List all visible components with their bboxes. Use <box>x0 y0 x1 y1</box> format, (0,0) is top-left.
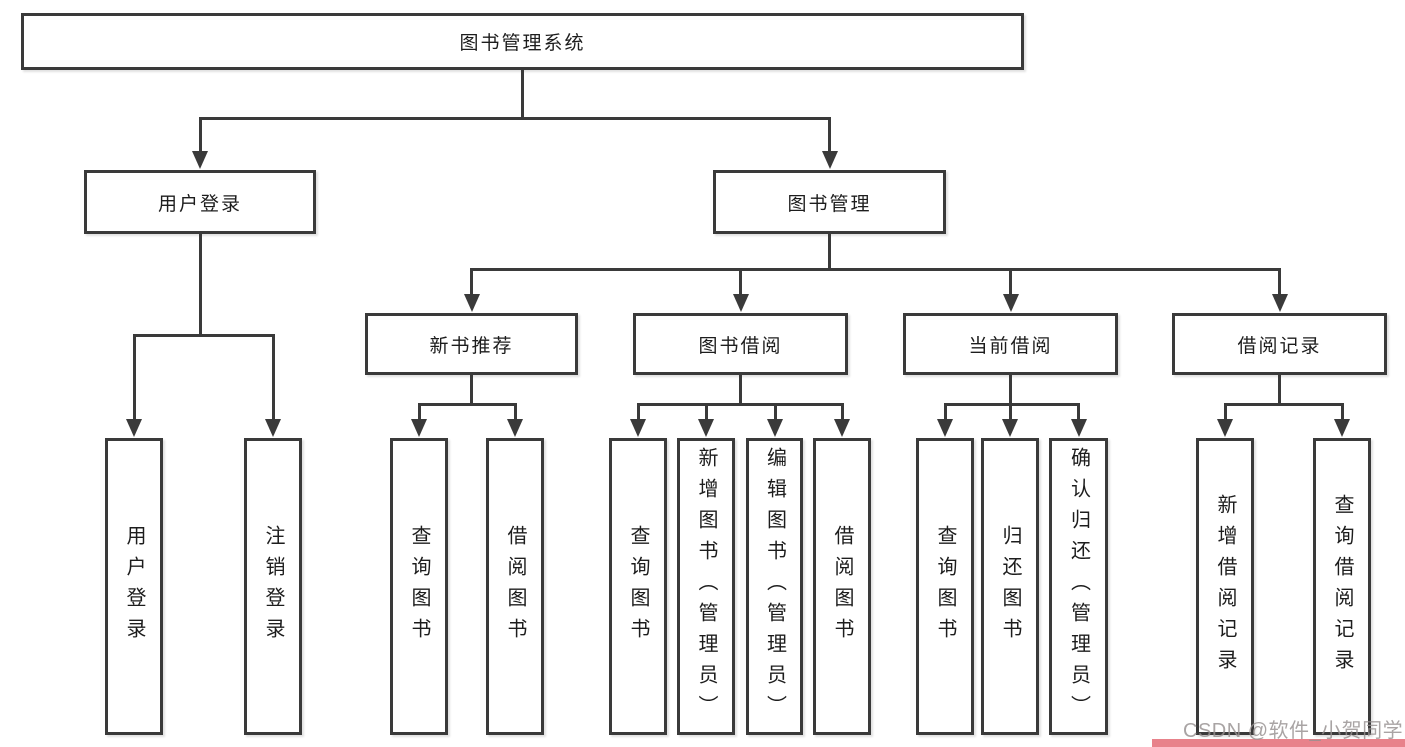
node-library-management-system: 图书管理系统 <box>21 13 1024 70</box>
leaf-borrow-books: 借阅图书 <box>813 438 871 735</box>
arrowhead-leaf <box>411 419 427 437</box>
connector-stub <box>840 403 844 421</box>
arrowhead-leaf <box>1334 419 1350 437</box>
leaf-label: 用户登录 <box>123 524 145 649</box>
leaf-add-books-admin: 新增图书（管理员） <box>677 438 735 735</box>
connector-book-borrow-branch <box>636 403 844 406</box>
connector-stub <box>704 403 708 421</box>
leaf-user-login: 用户登录 <box>105 438 163 735</box>
arrowhead-current-borrow <box>1002 294 1019 312</box>
connector-borrow-records-stem <box>1278 375 1281 406</box>
arrowhead-leaf <box>630 419 646 437</box>
leaf-add-borrow-record: 新增借阅记录 <box>1196 438 1254 735</box>
arrowhead-leaf <box>834 419 850 437</box>
leaf-label: 查询借阅记录 <box>1331 493 1353 680</box>
arrowhead-leaf <box>1070 419 1087 437</box>
connector-stub <box>636 403 640 421</box>
connector-book-management-branch <box>470 268 1281 271</box>
leaf-label: 注销登录 <box>262 524 284 649</box>
node-label: 借阅记录 <box>1237 335 1322 357</box>
leaf-logout: 注销登录 <box>244 438 302 735</box>
connector-to-leaf-logout <box>271 334 275 421</box>
leaf-label: 归还图书 <box>999 524 1021 649</box>
leaf-label: 查询图书 <box>408 524 430 649</box>
arrowhead-leaf <box>937 419 953 437</box>
connector-stub <box>1008 403 1012 421</box>
node-label: 图书借阅 <box>698 335 783 357</box>
connector-user-login-branch <box>132 334 275 337</box>
leaf-label: 借阅图书 <box>504 524 526 649</box>
connector-borrow-records-branch <box>1223 403 1344 406</box>
leaf-label: 借阅图书 <box>831 524 853 649</box>
connector-book-management-stem <box>828 234 831 270</box>
arrowhead-leaf-logout <box>265 419 281 437</box>
leaf-query-borrow-record: 查询借阅记录 <box>1313 438 1371 735</box>
connector-stub <box>943 403 947 421</box>
arrowhead-book-borrow <box>732 294 749 312</box>
node-current-borrow: 当前借阅 <box>903 313 1118 375</box>
arrowhead-new-books <box>463 294 480 312</box>
leaf-label: 查询图书 <box>934 524 956 649</box>
arrowhead-leaf <box>1217 419 1233 437</box>
node-book-borrow: 图书借阅 <box>633 313 848 375</box>
node-label: 当前借阅 <box>968 335 1053 357</box>
leaf-query-books-recommend: 查询图书 <box>390 438 448 735</box>
connector-new-books-stem <box>470 375 473 406</box>
connector-current-borrow-branch <box>943 403 1080 406</box>
leaf-edit-books-admin: 编辑图书（管理员） <box>746 438 803 735</box>
leaf-return-books: 归还图书 <box>981 438 1039 735</box>
arrowhead-user-login <box>192 151 208 169</box>
node-label: 用户登录 <box>157 193 242 215</box>
connector-user-login-stem <box>198 234 202 336</box>
connector-root-to-user-login <box>198 117 202 153</box>
node-book-management: 图书管理 <box>713 170 946 234</box>
arrowhead-leaf <box>1002 419 1018 437</box>
leaf-query-books-current: 查询图书 <box>916 438 974 735</box>
node-label: 新书推荐 <box>429 335 514 357</box>
leaf-query-books: 查询图书 <box>609 438 667 735</box>
leaf-label: 编辑图书（管理员） <box>763 447 786 726</box>
node-label: 图书管理系统 <box>459 33 586 54</box>
arrowhead-book-management <box>821 151 838 169</box>
leaf-label: 查询图书 <box>627 524 649 649</box>
connector-to-current-borrow <box>1009 268 1012 296</box>
connector-root-stem <box>521 70 524 119</box>
watermark-accent-band <box>1152 739 1405 747</box>
leaf-borrow-books-recommend: 借阅图书 <box>486 438 544 735</box>
node-new-book-recommend: 新书推荐 <box>365 313 578 375</box>
connector-to-borrow-records <box>1278 268 1281 296</box>
leaf-confirm-return-admin: 确认归还（管理员） <box>1049 438 1108 735</box>
connector-root-branch <box>198 117 831 120</box>
connector-stub <box>1077 403 1080 421</box>
connector-stub <box>1223 403 1227 421</box>
connector-root-to-book-management <box>828 117 831 153</box>
leaf-label: 新增借阅记录 <box>1214 493 1236 680</box>
arrowhead-leaf <box>767 419 783 437</box>
leaf-label: 确认归还（管理员） <box>1067 447 1090 726</box>
node-label: 图书管理 <box>787 193 872 215</box>
connector-new-books-branch <box>417 403 517 406</box>
connector-to-book-borrow <box>739 268 742 296</box>
connector-stub <box>1340 403 1344 421</box>
connector-stub <box>773 403 777 421</box>
arrowhead-borrow-records <box>1271 294 1288 312</box>
connector-to-leaf-login <box>132 334 136 421</box>
leaf-label: 新增图书（管理员） <box>695 447 717 726</box>
connector-to-new-books <box>470 268 473 296</box>
node-user-login: 用户登录 <box>84 170 316 234</box>
connector-current-borrow-stem <box>1009 375 1012 406</box>
node-borrow-records: 借阅记录 <box>1172 313 1387 375</box>
watermark-text: CSDN @软件_小贺同学 <box>1183 720 1404 742</box>
arrowhead-leaf-login <box>126 419 142 437</box>
connector-book-borrow-stem <box>739 375 742 406</box>
arrowhead-leaf <box>507 419 523 437</box>
connector-stub <box>513 403 517 421</box>
arrowhead-leaf <box>698 419 714 437</box>
connector-stub <box>417 403 421 421</box>
